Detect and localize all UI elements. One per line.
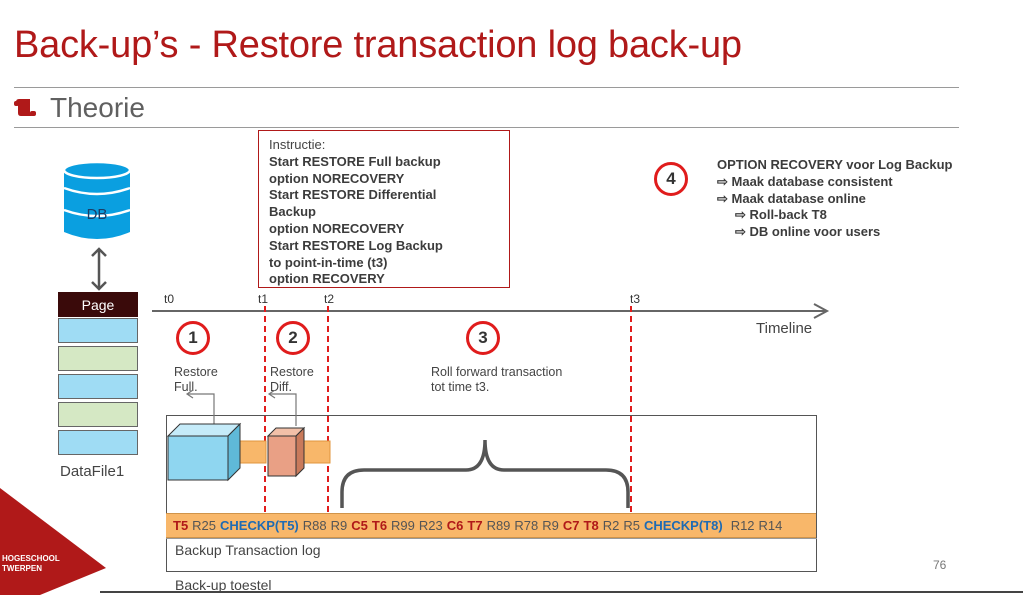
option-recovery-line: ⇨ Roll-back T8 <box>735 207 827 222</box>
backup-log-label: Backup Transaction log <box>175 542 321 558</box>
step-3-line: tot time t3. <box>431 380 490 394</box>
t2-marker <box>327 306 329 512</box>
step-2-text: Restore Diff. <box>270 365 314 395</box>
db-label: DB <box>86 206 108 223</box>
backup-device-label: Back-up toestel <box>175 577 272 593</box>
instruction-line: option NORECOVERY <box>269 170 405 186</box>
step-3-line: Roll forward transaction <box>431 365 563 379</box>
option-recovery-line: ⇨ Maak database consistent <box>717 174 893 189</box>
section-divider <box>14 127 959 128</box>
step-2-badge: 2 <box>276 321 310 355</box>
page-header: Page <box>58 292 138 317</box>
t3-marker <box>630 306 632 512</box>
log-token: R12 <box>730 518 755 533</box>
step-3-badge: 3 <box>466 321 500 355</box>
transaction-log-bar: T5 R25 CHECKP(T5) R88 R9 C5 T6 R99 R23 C… <box>166 513 816 538</box>
log-token: R5 <box>623 518 640 533</box>
log-box-divider <box>166 538 817 566</box>
tick-t2: t2 <box>324 292 335 306</box>
restore-full-arrow <box>180 389 220 426</box>
footer-line <box>100 591 1023 593</box>
t1-marker <box>264 306 266 512</box>
log-token: CHECKP(T5) <box>220 518 299 533</box>
instruction-line: option NORECOVERY <box>269 220 405 236</box>
timeline-label: Timeline <box>756 320 813 337</box>
step-1-badge: 1 <box>176 321 210 355</box>
page-cell <box>58 346 138 371</box>
tick-t3: t3 <box>630 292 641 306</box>
section-title: Theorie <box>50 92 145 123</box>
log-token: T8 <box>583 518 599 533</box>
instruction-line: to point-in-time (t3) <box>269 254 388 270</box>
log-token: C5 <box>351 518 368 533</box>
instruction-line: Start RESTORE Log Backup <box>269 237 443 253</box>
page-cell <box>58 374 138 399</box>
title-divider <box>14 87 959 88</box>
instruction-line: Start RESTORE Full backup <box>269 153 441 169</box>
database-icon <box>62 160 132 242</box>
log-token: R78 <box>514 518 539 533</box>
log-token: T6 <box>371 518 388 533</box>
tick-t0: t0 <box>164 292 175 306</box>
tick-t1: t1 <box>258 292 269 306</box>
step-4-badge: 4 <box>654 162 688 196</box>
instruction-heading: Instructie: <box>269 137 326 152</box>
logo-text: HOGESCHOOL TWERPEN <box>2 554 60 574</box>
log-token: R14 <box>758 518 783 533</box>
log-token: R23 <box>418 518 443 533</box>
curly-brace <box>340 436 630 510</box>
log-token: C6 <box>446 518 464 533</box>
logo-line: HOGESCHOOL <box>2 554 60 563</box>
option-recovery-heading: OPTION RECOVERY voor Log Backup <box>717 157 953 172</box>
double-arrow-icon <box>89 246 109 292</box>
school-logo <box>0 488 108 595</box>
step-2-line: Restore <box>270 365 314 379</box>
restore-diff-arrow <box>262 389 302 426</box>
log-token: C7 <box>562 518 580 533</box>
instruction-line: Backup <box>269 204 316 220</box>
logo-line: TWERPEN <box>2 564 42 573</box>
option-recovery-line: ⇨ Maak database online <box>717 191 866 206</box>
timeline-arrow <box>152 303 832 319</box>
backup-device-box <box>166 415 817 572</box>
log-token: CHECKP(T8) <box>643 518 723 533</box>
log-token: R2 <box>602 518 620 533</box>
instruction-box: Instructie: Start RESTORE Full backup op… <box>258 130 510 288</box>
log-token: R25 <box>192 518 217 533</box>
backup-cubes <box>166 422 331 484</box>
page-number: 76 <box>933 558 947 572</box>
step-2-line: Diff. <box>270 380 292 394</box>
log-token: R89 <box>486 518 511 533</box>
log-token: T7 <box>467 518 483 533</box>
log-token: R88 <box>302 518 327 533</box>
log-token: R9 <box>330 518 348 533</box>
log-token: R9 <box>542 518 559 533</box>
instruction-line: option RECOVERY <box>269 271 385 287</box>
slide-title: Back-up’s - Restore transaction log back… <box>14 24 742 66</box>
instruction-line: Start RESTORE Differential <box>269 187 437 203</box>
page-cell <box>58 430 138 455</box>
step-1-line: Restore <box>174 365 218 379</box>
page-cell <box>58 318 138 343</box>
datafile-label: DataFile1 <box>60 463 125 480</box>
page-cell <box>58 402 138 427</box>
log-token: R99 <box>391 518 415 533</box>
log-token: T5 <box>173 518 189 533</box>
step-3-text: Roll forward transaction tot time t3. <box>431 365 562 395</box>
scroll-icon <box>14 99 36 117</box>
option-recovery-line: ⇨ DB online voor users <box>735 224 881 239</box>
